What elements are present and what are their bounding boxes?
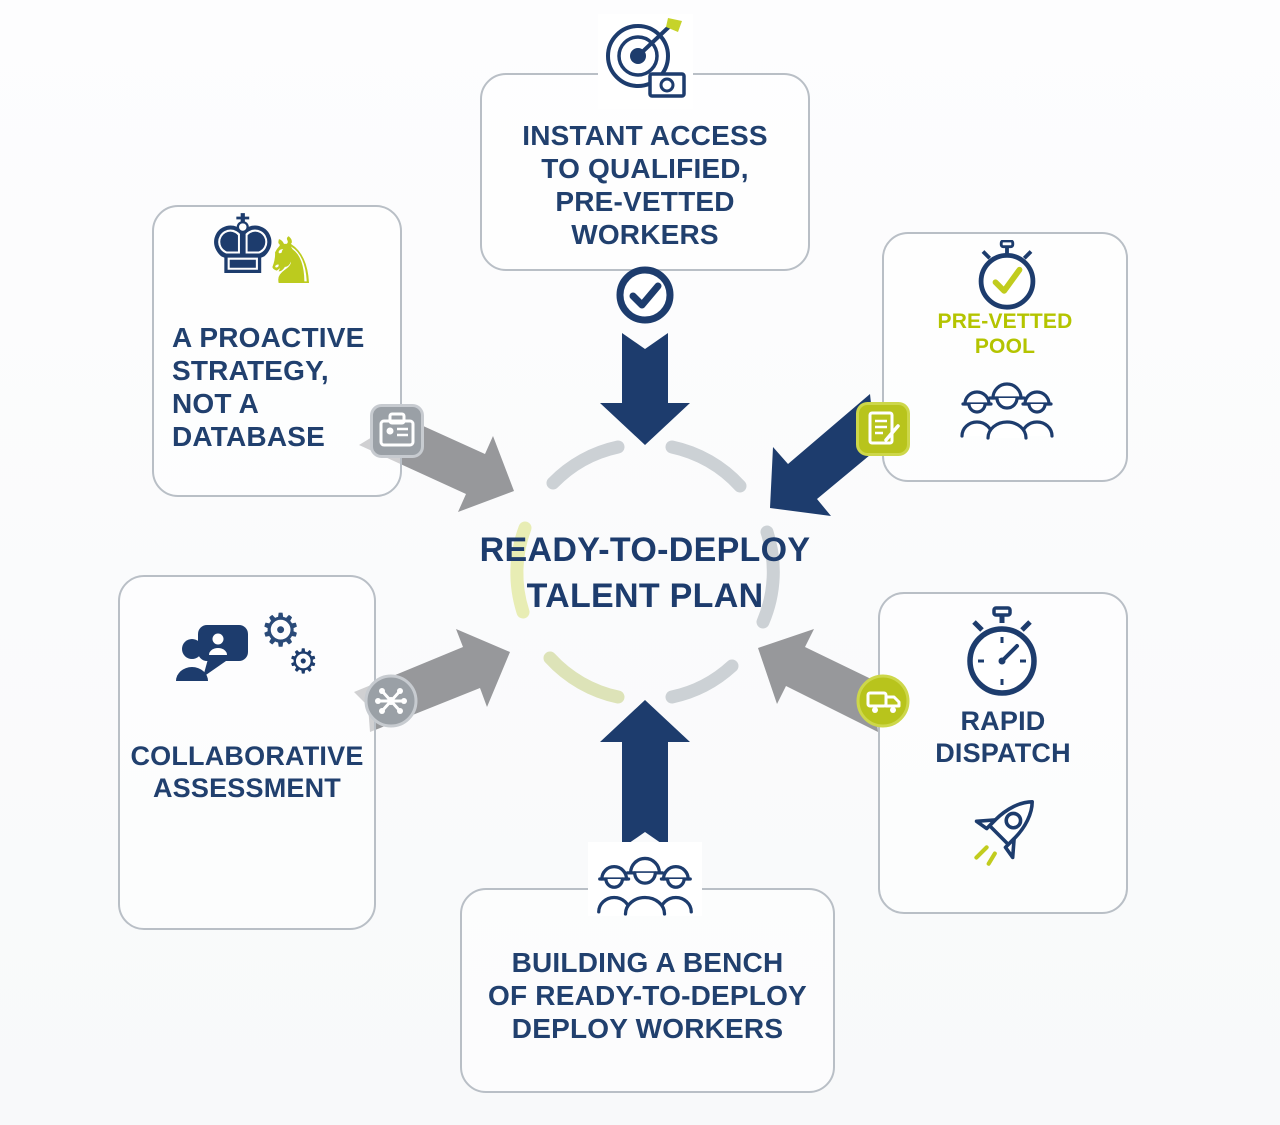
node-pre-vetted-pool: PRE-VETTED POOL: [882, 232, 1128, 482]
workers-icon: [952, 368, 1062, 440]
center-title-line2: TALENT PLAN: [526, 576, 764, 615]
check-circle-icon: [614, 264, 676, 326]
dispatch-truck-icon: [856, 674, 910, 728]
node-instant-access: INSTANT ACCESS TO QUALIFIED, PRE-VETTED …: [480, 73, 810, 271]
node-rapid-dispatch: RAPID DISPATCH: [878, 592, 1128, 914]
node-proactive-strategy-label: A PROACTIVE STRATEGY, NOT A DATABASE: [172, 322, 365, 453]
node-proactive-strategy: ♚ ♞ A PROACTIVE STRATEGY, NOT A DATABASE: [152, 205, 402, 497]
target-dart-icon: [598, 14, 693, 109]
node-rapid-dispatch-label: RAPID DISPATCH: [935, 706, 1071, 768]
arrow-bottom-up: [600, 700, 690, 848]
stopwatch-check-icon: [962, 240, 1052, 312]
discussion-gears-icon: ⚙ ⚙: [176, 607, 326, 715]
gear-icon-small: ⚙: [288, 643, 319, 681]
chess-king-glyph: ♚: [206, 200, 280, 291]
network-icon: [364, 674, 418, 728]
chess-strategy-icon: ♚ ♞: [196, 200, 336, 319]
node-instant-access-label: INSTANT ACCESS TO QUALIFIED, PRE-VETTED …: [522, 120, 768, 251]
center-title: READY-TO-DEPLOY TALENT PLAN: [470, 528, 820, 620]
rocket-icon: [958, 784, 1050, 876]
node-building-bench: BUILDING A BENCH OF READY-TO-DEPLOY DEPL…: [460, 888, 835, 1093]
node-collaborative-assessment-label: COLLABORATIVE ASSESSMENT: [130, 741, 364, 803]
id-badge-icon: [370, 404, 424, 458]
center-title-line1: READY-TO-DEPLOY: [479, 531, 811, 569]
node-building-bench-label: BUILDING A BENCH OF READY-TO-DEPLOY DEPL…: [488, 947, 807, 1045]
center-ring: [510, 440, 780, 704]
gear-icon: ⚙: [260, 604, 302, 656]
node-collaborative-assessment: ⚙ ⚙ COLLABORATIVE ASSESSMENT: [118, 575, 376, 930]
document-icon: [856, 402, 910, 456]
speech-bubble-person-icon: [176, 625, 248, 681]
arrow-top-down: [600, 333, 690, 445]
stopwatch-icon: [960, 606, 1045, 701]
node-pre-vetted-pool-label: PRE-VETTED POOL: [937, 310, 1073, 358]
construction-workers-icon: [588, 842, 702, 916]
chess-knight-glyph: ♞: [262, 225, 320, 297]
